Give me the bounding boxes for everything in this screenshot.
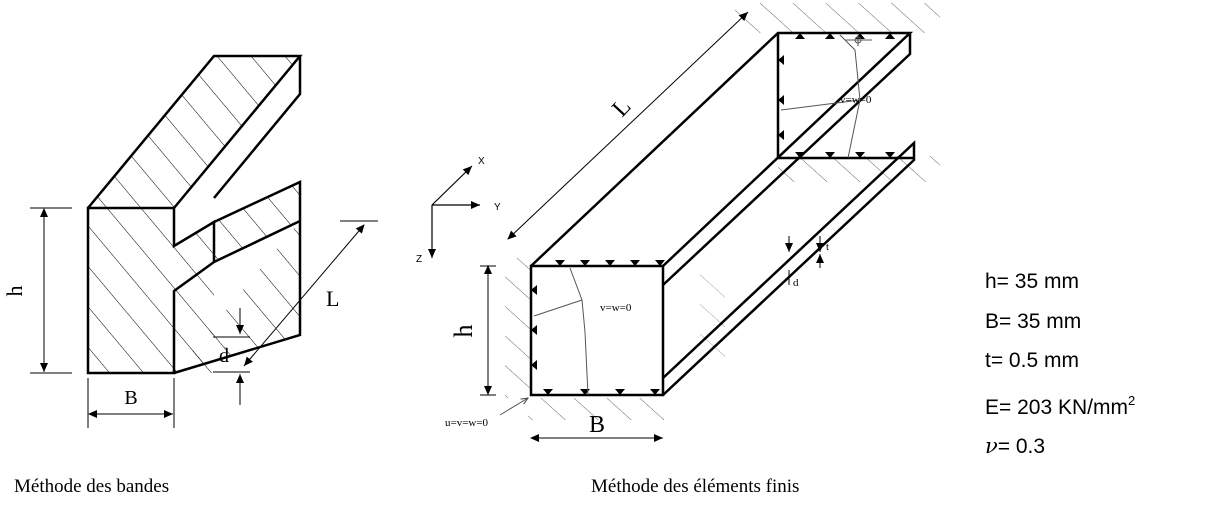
label-B-left: B (124, 387, 137, 409)
axis-label-y: Y (494, 202, 501, 213)
dim-L-left (243, 220, 378, 367)
right-box-outline (529, 31, 916, 397)
property-h: h= 35 mm (985, 270, 1079, 293)
label-d-left: d (219, 345, 229, 367)
label-L-left: L (326, 286, 339, 311)
dim-L-right (507, 11, 749, 240)
property-E: E= 203 KN/mm2 (985, 392, 1136, 419)
property-B: B= 35 mm (985, 309, 1082, 333)
left-figure-strip-method: h L d B (2, 54, 378, 428)
bc-corner-arrow (499, 398, 528, 416)
property-t: t= 0.5 mm (985, 349, 1079, 372)
label-h-left: h (2, 286, 27, 297)
right-figure-finite-element-method: v=w=0 v=w=0 u=v=w=0 L h B t d (416, 3, 940, 442)
left-hatching (88, 56, 300, 373)
caption-left: Méthode des bandes (14, 476, 170, 497)
property-nu: ν= 0.3 (985, 434, 1046, 458)
dim-B-left (87, 378, 175, 428)
label-L-right: L (607, 94, 636, 122)
displacement-lines (533, 34, 872, 396)
support-ticks (531, 33, 895, 395)
caption-right: Méthode des éléments finis (591, 476, 800, 497)
dim-h-left (30, 207, 72, 374)
material-properties: h= 35 mm B= 35 mm t= 0.5 mm E= 203 KN/mm… (985, 262, 1135, 467)
dim-t-d-right (785, 236, 824, 285)
label-t-right: t (826, 241, 829, 253)
dim-d-left (213, 308, 250, 405)
bc-label-corner: u=v=w=0 (445, 417, 489, 429)
dim-h-right (480, 265, 496, 396)
axis-label-x: X (478, 156, 485, 167)
right-support-hatching (505, 3, 940, 420)
label-B-right: B (589, 412, 605, 438)
bc-label-left: v=w=0 (600, 302, 632, 314)
bc-label-top: v=w=0 (840, 94, 872, 106)
coordinate-axes (428, 165, 480, 258)
axis-label-z: Z (416, 254, 422, 265)
label-d-right: d (793, 277, 799, 289)
label-h-right: h (449, 325, 478, 338)
